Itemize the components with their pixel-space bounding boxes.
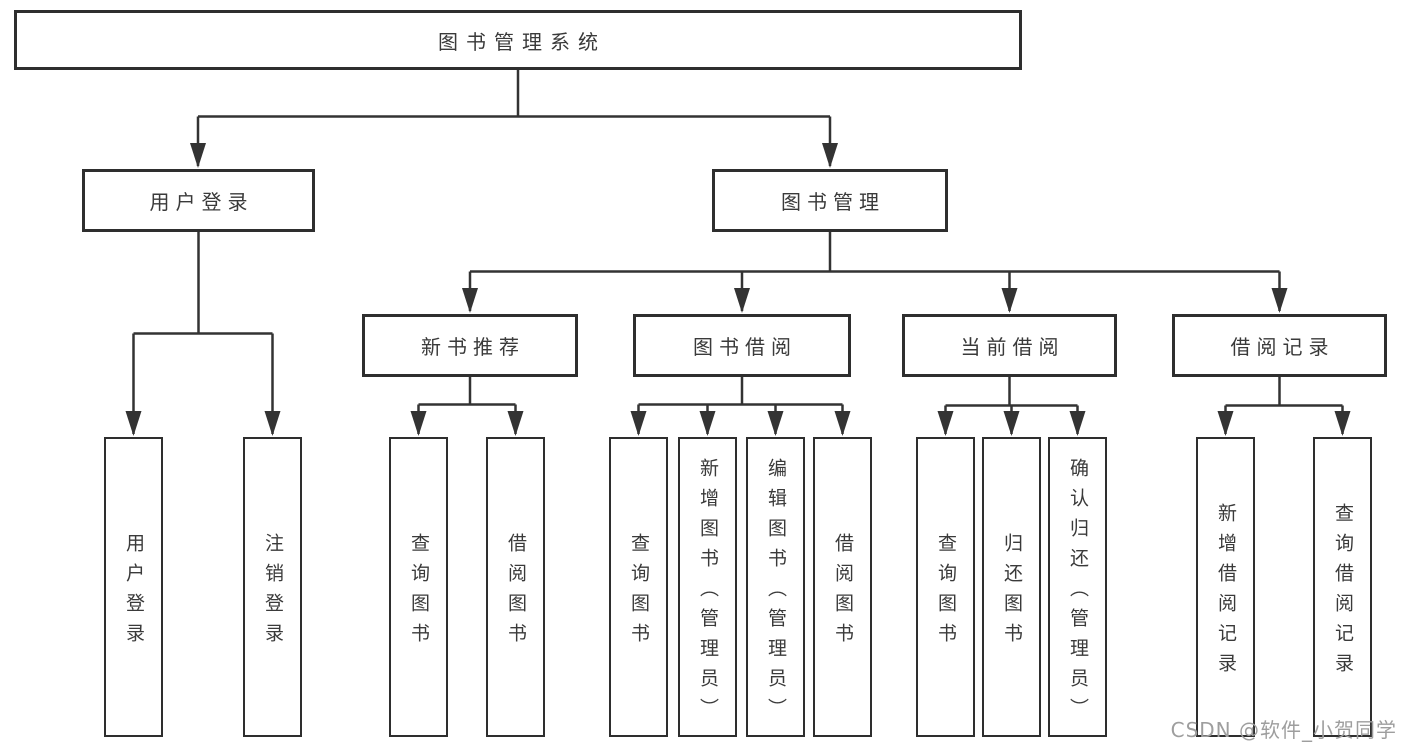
leaf-bb-query-books: 查询图书 <box>609 437 668 737</box>
leaf-bb-add-books-label: 新增图书（管理员） <box>697 457 719 728</box>
leaf-bb-add-books: 新增图书（管理员） <box>678 437 737 737</box>
node-borrowing-records-label: 借阅记录 <box>1230 335 1335 359</box>
leaf-br-add-record: 新增借阅记录 <box>1196 437 1255 737</box>
node-book-borrowing: 图书借阅 <box>633 314 851 377</box>
leaf-nb-borrow-books-label: 借阅图书 <box>505 532 527 653</box>
node-user-login-label: 用户登录 <box>149 190 254 214</box>
node-user-login: 用户登录 <box>82 169 315 232</box>
node-current-borrowing-label: 当前借阅 <box>960 335 1065 359</box>
leaf-bb-borrow-books: 借阅图书 <box>813 437 872 737</box>
leaf-cb-query-books-label: 查询图书 <box>935 532 957 653</box>
leaf-cb-confirm-return: 确认归还（管理员） <box>1048 437 1107 737</box>
node-root-system: 图书管理系统 <box>14 10 1022 70</box>
leaf-bb-borrow-books-label: 借阅图书 <box>832 532 854 653</box>
csdn-watermark: CSDN @软件_小贺同学 <box>1170 718 1397 742</box>
node-new-book-recommendation: 新书推荐 <box>362 314 578 377</box>
node-book-management-label: 图书管理 <box>781 190 885 214</box>
node-new-book-recommendation-label: 新书推荐 <box>421 335 525 359</box>
leaf-logout-label: 注销登录 <box>262 532 284 653</box>
leaf-nb-borrow-books: 借阅图书 <box>486 437 545 737</box>
node-book-management: 图书管理 <box>712 169 948 232</box>
leaf-user-login-label: 用户登录 <box>123 532 145 653</box>
leaf-cb-query-books: 查询图书 <box>916 437 975 737</box>
leaf-nb-query-books-label: 查询图书 <box>408 532 430 653</box>
leaf-bb-edit-books-label: 编辑图书（管理员） <box>765 457 787 728</box>
leaf-br-query-record: 查询借阅记录 <box>1313 437 1372 737</box>
node-borrowing-records: 借阅记录 <box>1172 314 1387 377</box>
node-current-borrowing: 当前借阅 <box>902 314 1117 377</box>
leaf-bb-query-books-label: 查询图书 <box>628 532 650 653</box>
leaf-cb-confirm-return-label: 确认归还（管理员） <box>1067 457 1089 728</box>
leaf-cb-return-books-label: 归还图书 <box>1001 532 1023 653</box>
leaf-logout: 注销登录 <box>243 437 302 737</box>
leaf-cb-return-books: 归还图书 <box>982 437 1041 737</box>
leaf-nb-query-books: 查询图书 <box>389 437 448 737</box>
leaf-bb-edit-books: 编辑图书（管理员） <box>746 437 805 737</box>
leaf-user-login: 用户登录 <box>104 437 163 737</box>
node-book-borrowing-label: 图书借阅 <box>693 335 797 359</box>
node-root-label: 图书管理系统 <box>438 29 606 54</box>
leaf-br-add-record-label: 新增借阅记录 <box>1215 502 1237 683</box>
leaf-br-query-record-label: 查询借阅记录 <box>1332 502 1354 683</box>
